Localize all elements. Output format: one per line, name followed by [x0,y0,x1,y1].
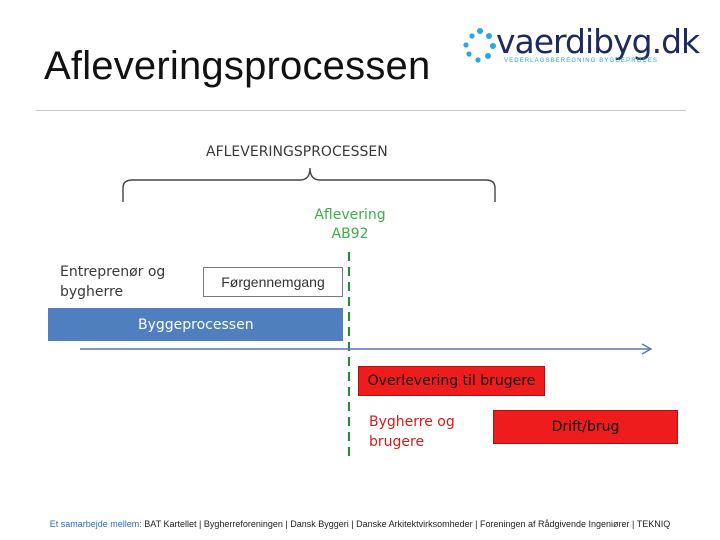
owner-users-line1: Bygherre og [369,414,455,430]
footer-lead: Et samarbejde mellem: [49,519,142,529]
logo-dots-icon [463,28,496,63]
timeline-arrow [80,343,653,355]
parties-label-line2: bygherre [60,284,124,300]
logo-wordmark: vaerdibyg.dk [496,22,700,61]
handover-ab92-label: Aflevering AB92 [300,206,400,244]
title-divider [36,110,686,111]
footer-partner-list: BAT Kartellet | Bygherreforeningen | Dan… [144,519,671,529]
construction-process-bar: Byggeprocessen [48,308,343,341]
page-title: Afleveringsprocessen [44,44,431,88]
pre-inspection-box: Førgennemgang [203,267,343,297]
handover-to-users-box: Overlevering til brugere [358,366,545,396]
owner-users-line2: brugere [369,434,425,450]
operation-use-box: Drift/brug [493,410,678,444]
phase-bracket [122,167,496,202]
handover-label-line2: AB92 [331,226,369,242]
handover-label-line1: Aflevering [314,207,386,223]
parties-label-line1: Entreprenør og [60,264,166,280]
owner-and-users-label: Bygherre og brugere [369,412,455,452]
phase-heading: AFLEVERINGSPROCESSEN [206,144,388,160]
logo-tagline: VEDERLAGSBEREGNING BYGGEPROCES [504,58,659,64]
vaerdibyg-logo: vaerdibyg.dk VEDERLAGSBEREGNING BYGGEPRO… [460,22,716,74]
footer-partners: Et samarbejde mellem: BAT Kartellet | By… [0,518,720,531]
parties-label: Entreprenør og bygherre [60,262,165,302]
handover-divider-line [347,252,351,458]
